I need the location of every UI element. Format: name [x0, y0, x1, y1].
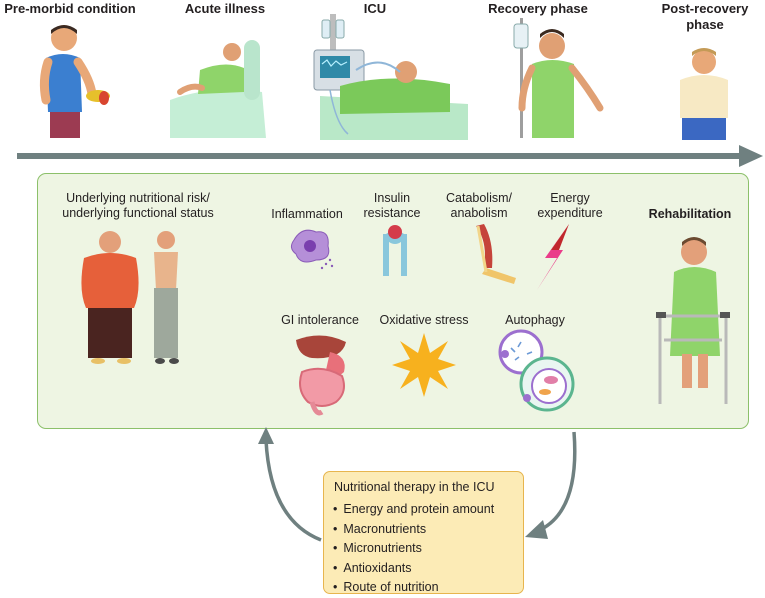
therapy-title: Nutritional therapy in the ICU	[334, 480, 495, 494]
nutritional-risk-label: Underlying nutritional risk/ underlying …	[62, 191, 214, 220]
body-types-illustration	[81, 231, 179, 364]
recovery-phase-illustration	[513, 18, 604, 138]
therapy-item-macronutrients: Macronutrients	[333, 520, 494, 540]
energy-bolt-icon	[537, 224, 569, 290]
rehabilitation-walker-illustration	[656, 237, 730, 404]
gi-organs-icon	[296, 335, 346, 416]
acute-illness-illustration	[170, 40, 266, 138]
oxidative-stress-label: Oxidative stress	[379, 313, 469, 327]
therapy-item-antioxidants: Antioxidants	[333, 559, 494, 579]
muscle-arm-icon	[476, 224, 516, 284]
phase-acute-label: Acute illness	[184, 1, 266, 16]
autophagy-label: Autophagy	[505, 313, 565, 327]
icu-illustration	[313, 14, 468, 140]
therapy-list: Energy and protein amount Macronutrients…	[333, 500, 494, 598]
autophagy-cells-icon	[498, 329, 575, 412]
nutritional-therapy-box: Nutritional therapy in the ICU Energy an…	[323, 471, 524, 594]
rehabilitation-label: Rehabilitation	[648, 207, 732, 221]
phase-icu-label: ICU	[363, 1, 387, 16]
therapy-item-route: Route of nutrition	[333, 578, 494, 598]
inflammation-label: Inflammation	[271, 207, 343, 221]
gi-intolerance-label: GI intolerance	[281, 313, 359, 327]
catabolism-label: Catabolism/ anabolism	[446, 191, 512, 220]
post-recovery-illustration	[680, 48, 728, 140]
energy-expenditure-label: Energy expenditure	[537, 191, 603, 220]
therapy-item-micronutrients: Micronutrients	[333, 539, 494, 559]
phase-recovery-label: Recovery phase	[488, 1, 588, 16]
premorbid-man-illustration	[39, 25, 110, 138]
phase-premorbid-label: Pre-morbid condition	[4, 1, 136, 16]
phase-postrecovery-label: Post-recovery phase	[661, 1, 749, 32]
oxidative-stress-burst-icon	[392, 333, 456, 397]
therapy-item-energy: Energy and protein amount	[333, 500, 494, 520]
inflammation-cell-icon	[290, 229, 334, 270]
insulin-receptor-icon	[383, 225, 407, 276]
insulin-resistance-label: Insulin resistance	[363, 191, 421, 220]
